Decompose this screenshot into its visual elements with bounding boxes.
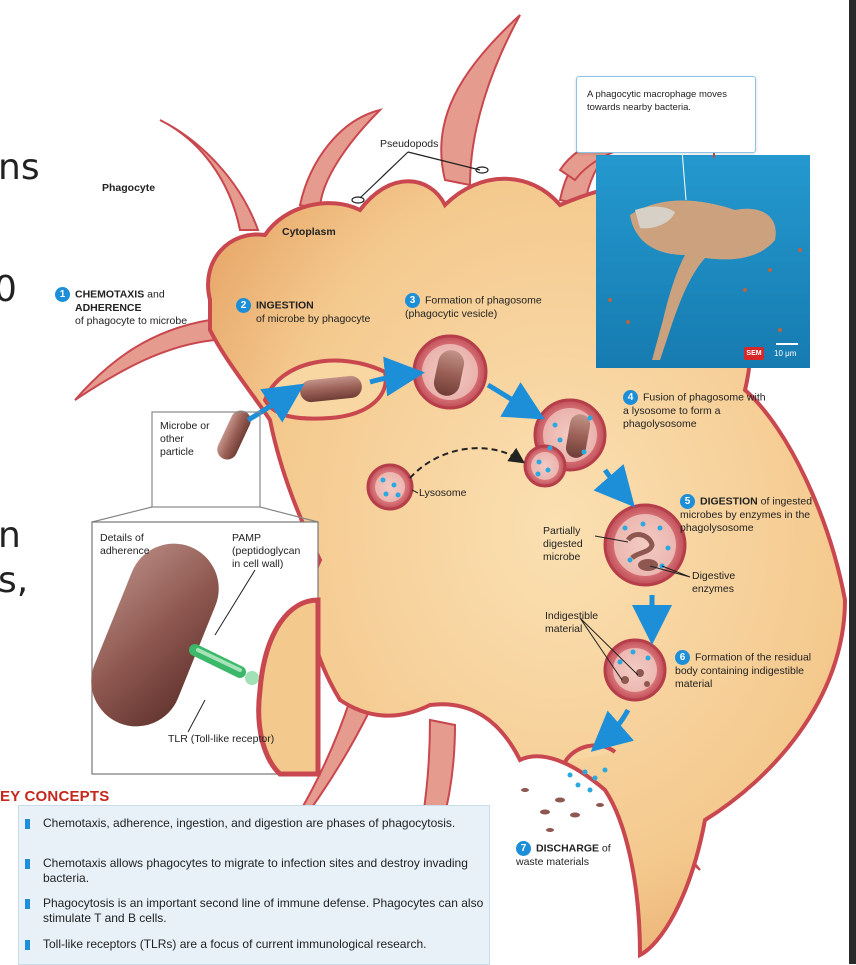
- step-4-text: Fusion of phagosome with a lysosome to f…: [623, 391, 766, 430]
- scale-bar: [776, 343, 798, 345]
- key-concept-item: Chemotaxis, adherence, ingestion, and di…: [33, 816, 495, 831]
- label-details-adherence: Details of adherence: [100, 532, 170, 558]
- step-1-number: 1: [55, 287, 70, 302]
- label-digestive-enzymes: Digestive enzymes: [692, 570, 752, 596]
- step-1: 1 CHEMOTAXIS and ADHERENCE of phagocyte t…: [55, 287, 215, 328]
- label-cytoplasm: Cytoplasm: [282, 226, 336, 239]
- step-2-number: 2: [236, 298, 251, 313]
- step-6-number: 6: [675, 650, 690, 665]
- sem-photo: [596, 155, 810, 368]
- key-concept-item: Chemotaxis allows phagocytes to migrate …: [33, 856, 495, 886]
- step-2-text: of microbe by phagocyte: [256, 313, 370, 325]
- label-phagocyte: Phagocyte: [102, 182, 155, 195]
- step-1-mid: and: [144, 288, 164, 300]
- step-6-text: Formation of the residual body containin…: [675, 651, 811, 690]
- step-2-title: INGESTION: [256, 299, 314, 311]
- key-concepts-title: EY CONCEPTS: [0, 788, 109, 805]
- label-pamp: PAMP (peptidoglycan in cell wall): [232, 532, 310, 571]
- step-3-text: Formation of phagosome (phagocytic vesic…: [405, 294, 542, 320]
- photo-caption: A phagocytic macrophage moves towards ne…: [576, 76, 756, 153]
- window-edge: [849, 0, 856, 964]
- step-5-title: DIGESTION: [700, 495, 758, 507]
- sem-badge: SEM: [744, 347, 764, 360]
- step-7-number: 7: [516, 841, 531, 856]
- photo-caption-text: A phagocytic macrophage moves towards ne…: [587, 89, 747, 115]
- label-tlr: TLR (Toll-like receptor): [168, 733, 278, 746]
- key-concepts-title-a: EY: [0, 788, 25, 805]
- step-5-number: 5: [680, 494, 695, 509]
- key-concept-item: Toll-like receptors (TLRs) are a focus o…: [33, 937, 495, 952]
- key-concepts-box: Chemotaxis, adherence, ingestion, and di…: [18, 805, 490, 965]
- step-1-title: CHEMOTAXIS: [75, 288, 144, 300]
- scale-label: 10 μm: [774, 349, 796, 358]
- step-4-number: 4: [623, 390, 638, 405]
- label-pseudopods: Pseudopods: [380, 138, 438, 151]
- step-3-number: 3: [405, 293, 420, 308]
- step-1-title2: ADHERENCE: [75, 302, 142, 314]
- step-2: 2 INGESTION of microbe by phagocyte: [236, 298, 386, 326]
- label-microbe: Microbe or other particle: [160, 420, 215, 459]
- key-concept-item: Phagocytosis is an important second line…: [33, 896, 495, 926]
- label-lysosome: Lysosome: [419, 487, 466, 500]
- microbe: [214, 407, 254, 463]
- step-7-title: DISCHARGE: [536, 842, 599, 854]
- step-1-text: of phagocyte to microbe: [75, 315, 187, 327]
- label-partially-digested: Partially digested microbe: [543, 525, 598, 564]
- label-indigestible: Indigestible material: [545, 610, 617, 636]
- key-concepts-title-b: CONCEPTS: [25, 788, 110, 805]
